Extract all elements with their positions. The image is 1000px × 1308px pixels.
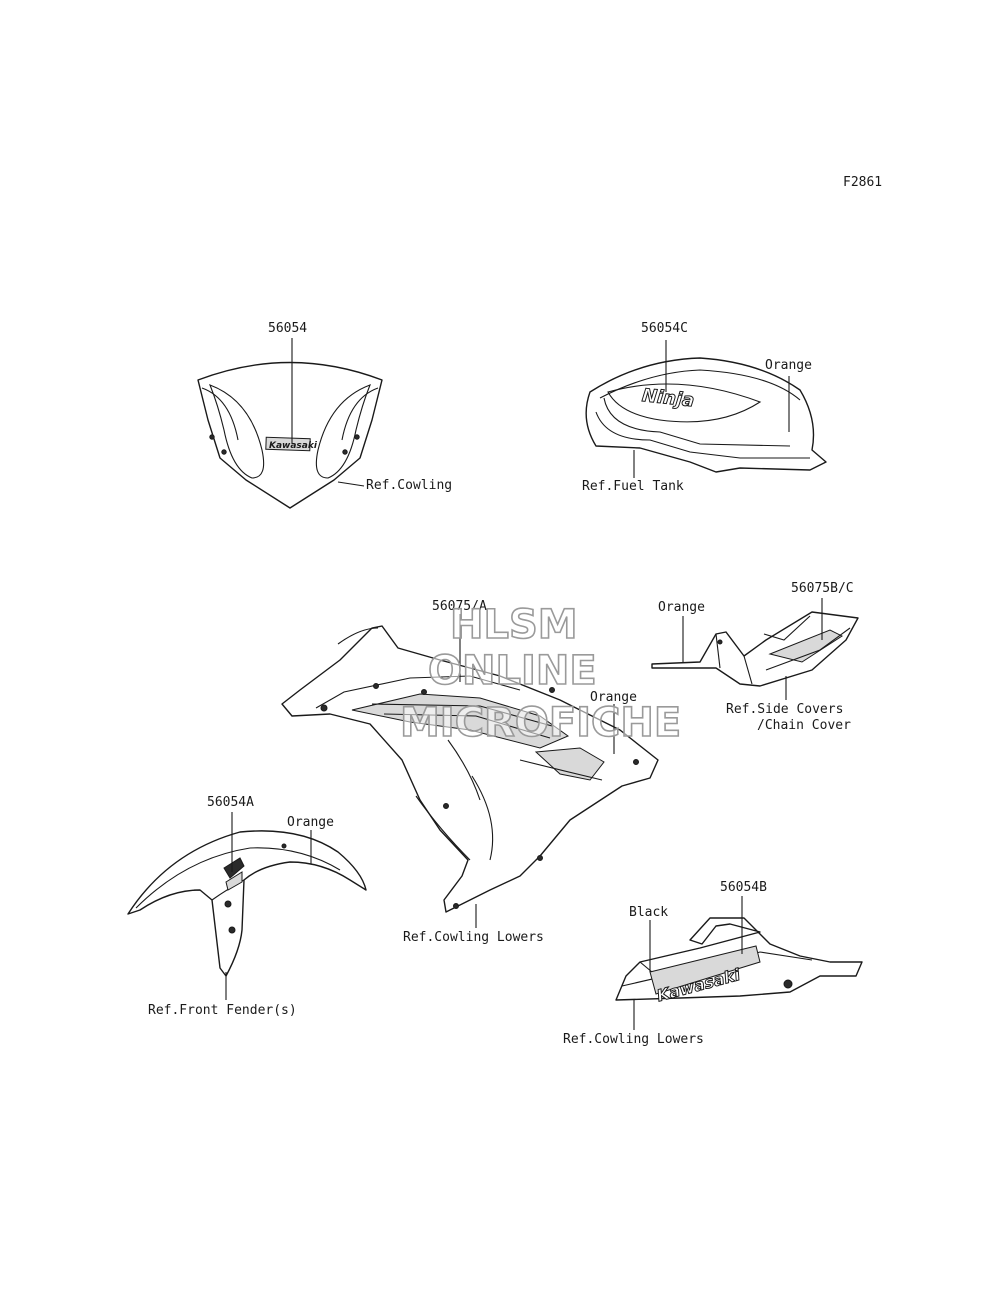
callout-tank-color: Orange — [765, 358, 812, 373]
windshield-logo: Kawasaki — [269, 441, 318, 451]
watermark: HLSM ONLINE MICROFICHE — [399, 601, 682, 747]
callout-side-part: 56075B/C — [791, 581, 854, 596]
callout-cowl-color: Orange — [590, 690, 637, 705]
callout-fender-part: 56054A — [207, 795, 254, 810]
side-cover-illustration — [651, 611, 859, 687]
watermark-line2: ONLINE — [428, 648, 597, 694]
callout-side-ref-line1: Ref.Side Covers — [726, 702, 843, 717]
callout-lower-part: 56054B — [720, 880, 767, 895]
callout-fender-color: Orange — [287, 815, 334, 830]
callout-fender-ref: Ref.Front Fender(s) — [148, 1003, 297, 1018]
watermark-line1: HLSM — [450, 602, 578, 648]
cowl-illustration — [281, 625, 659, 913]
windshield-illustration: Kawasaki — [197, 361, 383, 509]
front-fender-illustration — [127, 830, 367, 977]
callout-windshield-part: 56054 — [268, 321, 307, 336]
callout-tank-ref: Ref.Fuel Tank — [582, 479, 684, 494]
fuel-tank-illustration: Ninja — [585, 357, 827, 473]
leader-windshield-ref — [337, 481, 365, 487]
callout-windshield-ref: Ref.Cowling — [366, 478, 452, 493]
callout-cowl-part: 56075/A — [432, 599, 487, 614]
callout-side-ref-line2: /Chain Cover — [757, 718, 851, 733]
callout-lower-color: Black — [629, 905, 668, 920]
callout-lower-ref: Ref.Cowling Lowers — [563, 1032, 704, 1047]
callout-side-color: Orange — [658, 600, 705, 615]
lower-cowl-illustration: Kawasaki — [615, 917, 863, 1006]
callout-tank-part: 56054C — [641, 321, 688, 336]
tank-logo: Ninja — [641, 385, 695, 411]
callout-cowl-ref: Ref.Cowling Lowers — [403, 930, 544, 945]
figure-code: F2861 — [843, 175, 882, 190]
watermark-line3: MICROFICHE — [400, 700, 681, 746]
